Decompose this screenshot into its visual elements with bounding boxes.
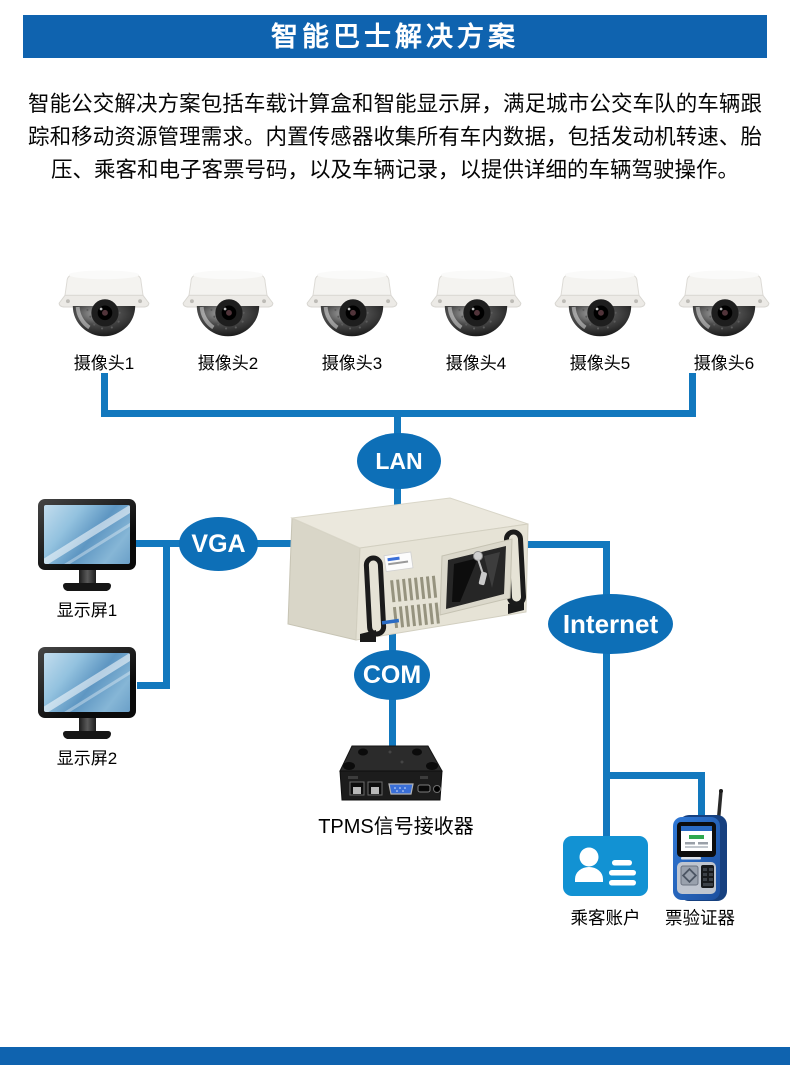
ticket-validator-label: 票验证器	[665, 908, 735, 928]
connector-line	[136, 540, 182, 547]
connector-line	[603, 772, 705, 779]
camera-3: 摄像头3	[302, 268, 402, 374]
connector-line	[394, 415, 401, 437]
industrial-computer-icon	[287, 497, 529, 642]
camera-4: 摄像头4	[426, 268, 526, 374]
connector-line	[698, 776, 705, 820]
camera-1: 摄像头1	[54, 268, 154, 374]
camera-2: 摄像头2	[178, 268, 278, 374]
internet-node: Internet	[548, 594, 673, 654]
ticket-validator-icon	[673, 789, 727, 901]
id-card-icon	[575, 847, 636, 886]
connector-line	[603, 543, 610, 601]
dome-camera-icon	[56, 268, 152, 346]
passenger-account-icon	[563, 836, 648, 896]
connector-line	[394, 486, 401, 506]
com-node: COM	[354, 650, 430, 700]
camera-label: 摄像头1	[73, 354, 135, 373]
camera-label: 摄像头6	[693, 354, 755, 373]
intro-text: 智能公交解决方案包括车载计算盒和智能显示屏，满足城市公交车队的车辆跟踪和移动资源…	[28, 92, 762, 182]
passenger-account-label: 乘客账户	[570, 908, 641, 928]
footer-bar	[0, 1047, 790, 1065]
monitor-2: 显示屏2	[38, 647, 136, 769]
connector-line	[101, 410, 696, 417]
connector-line	[255, 540, 305, 547]
connector-line	[689, 373, 696, 415]
monitor-icon	[38, 647, 136, 718]
monitor-label: 显示屏1	[56, 601, 118, 620]
page-title: 智能巴士解决方案	[23, 15, 767, 58]
connector-line	[603, 648, 610, 838]
dome-camera-icon	[180, 268, 276, 346]
camera-6: 摄像头6	[674, 268, 774, 374]
camera-label: 摄像头5	[569, 354, 631, 373]
connector-line	[518, 541, 610, 548]
monitor-label: 显示屏2	[56, 749, 118, 768]
connector-line	[137, 682, 170, 689]
connector-line	[163, 540, 170, 689]
monitor-1: 显示屏1	[38, 499, 136, 621]
vga-node: VGA	[179, 517, 258, 571]
dome-camera-icon	[304, 268, 400, 346]
camera-label: 摄像头4	[445, 354, 507, 373]
lan-node: LAN	[357, 433, 441, 489]
tpms-receiver-icon	[339, 745, 443, 801]
camera-label: 摄像头2	[197, 354, 259, 373]
camera-label: 摄像头3	[321, 354, 383, 373]
dome-camera-icon	[428, 268, 524, 346]
camera-5: 摄像头5	[550, 268, 650, 374]
connector-line	[101, 373, 108, 415]
tpms-label: TPMS信号接收器	[318, 816, 474, 838]
monitor-icon	[38, 499, 136, 570]
dome-camera-icon	[552, 268, 648, 346]
dome-camera-icon	[676, 268, 772, 346]
